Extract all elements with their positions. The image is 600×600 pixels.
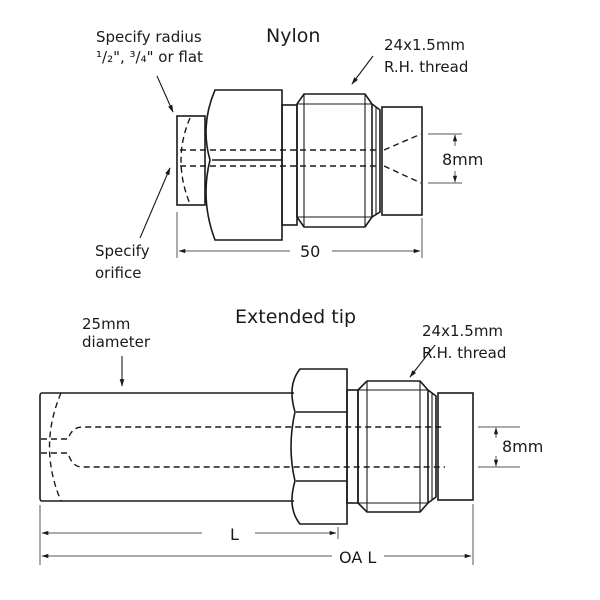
- orifice-note-line2: orifice: [95, 264, 141, 282]
- extended-tip-nozzle: Extended tip 25mm diameter 24x1.5mm R.H.…: [39, 306, 543, 567]
- nylon-title: Nylon: [266, 25, 320, 47]
- extended-thread-body: [357, 380, 429, 513]
- radius-note-line2: ¹/₂", ³/₄" or flat: [96, 48, 203, 66]
- diameter-note-line1: 25mm: [82, 315, 130, 333]
- length-dimension: 50: [300, 242, 320, 261]
- ext-bore-hidden-bottom: [41, 452, 445, 468]
- top-bore-dimension: 8mm: [442, 150, 483, 169]
- extended-tip-title: Extended tip: [235, 306, 356, 328]
- orifice-leader-arrow: [139, 167, 171, 239]
- cone-hidden-top: [383, 133, 422, 151]
- l-dimension: L: [230, 525, 239, 544]
- orifice-note-line1: Specify: [95, 242, 150, 260]
- radius-leader-arrow: [156, 75, 174, 113]
- diameter-note-line2: diameter: [82, 333, 151, 351]
- extended-nozzle-body: [437, 392, 474, 501]
- bottom-bore-dimension: 8mm: [502, 437, 543, 456]
- nylon-thread-body: [296, 93, 373, 228]
- extended-hex-nut: [290, 368, 348, 525]
- extended-tube: [39, 392, 294, 502]
- nylon-neck: [281, 104, 298, 226]
- cone-hidden-bottom: [383, 165, 422, 184]
- nylon-tip: [176, 115, 206, 206]
- overall-length-dimension: OA L: [339, 548, 376, 567]
- top-thread-note-line1: 24x1.5mm: [384, 36, 465, 54]
- bottom-thread-note-line2: R.H. thread: [422, 344, 506, 362]
- extended-neck: [346, 389, 359, 504]
- radius-note-line1: Specify radius: [96, 28, 202, 46]
- nylon-nozzle: Nylon Specify radius ¹/₂", ³/₄" or flat …: [95, 25, 483, 282]
- ext-bore-hidden-top: [41, 426, 445, 440]
- tube-radius-hidden-line: [48, 392, 62, 502]
- nylon-nozzle-body: [381, 106, 423, 216]
- top-thread-leader-arrow: [351, 55, 374, 85]
- bottom-thread-note-line1: 24x1.5mm: [422, 322, 503, 340]
- bottom-thread-leader-arrow: [409, 344, 436, 378]
- nylon-hex-nut: [205, 89, 283, 241]
- top-thread-note-line2: R.H. thread: [384, 58, 468, 76]
- tip-radius-hidden-line: [180, 117, 191, 205]
